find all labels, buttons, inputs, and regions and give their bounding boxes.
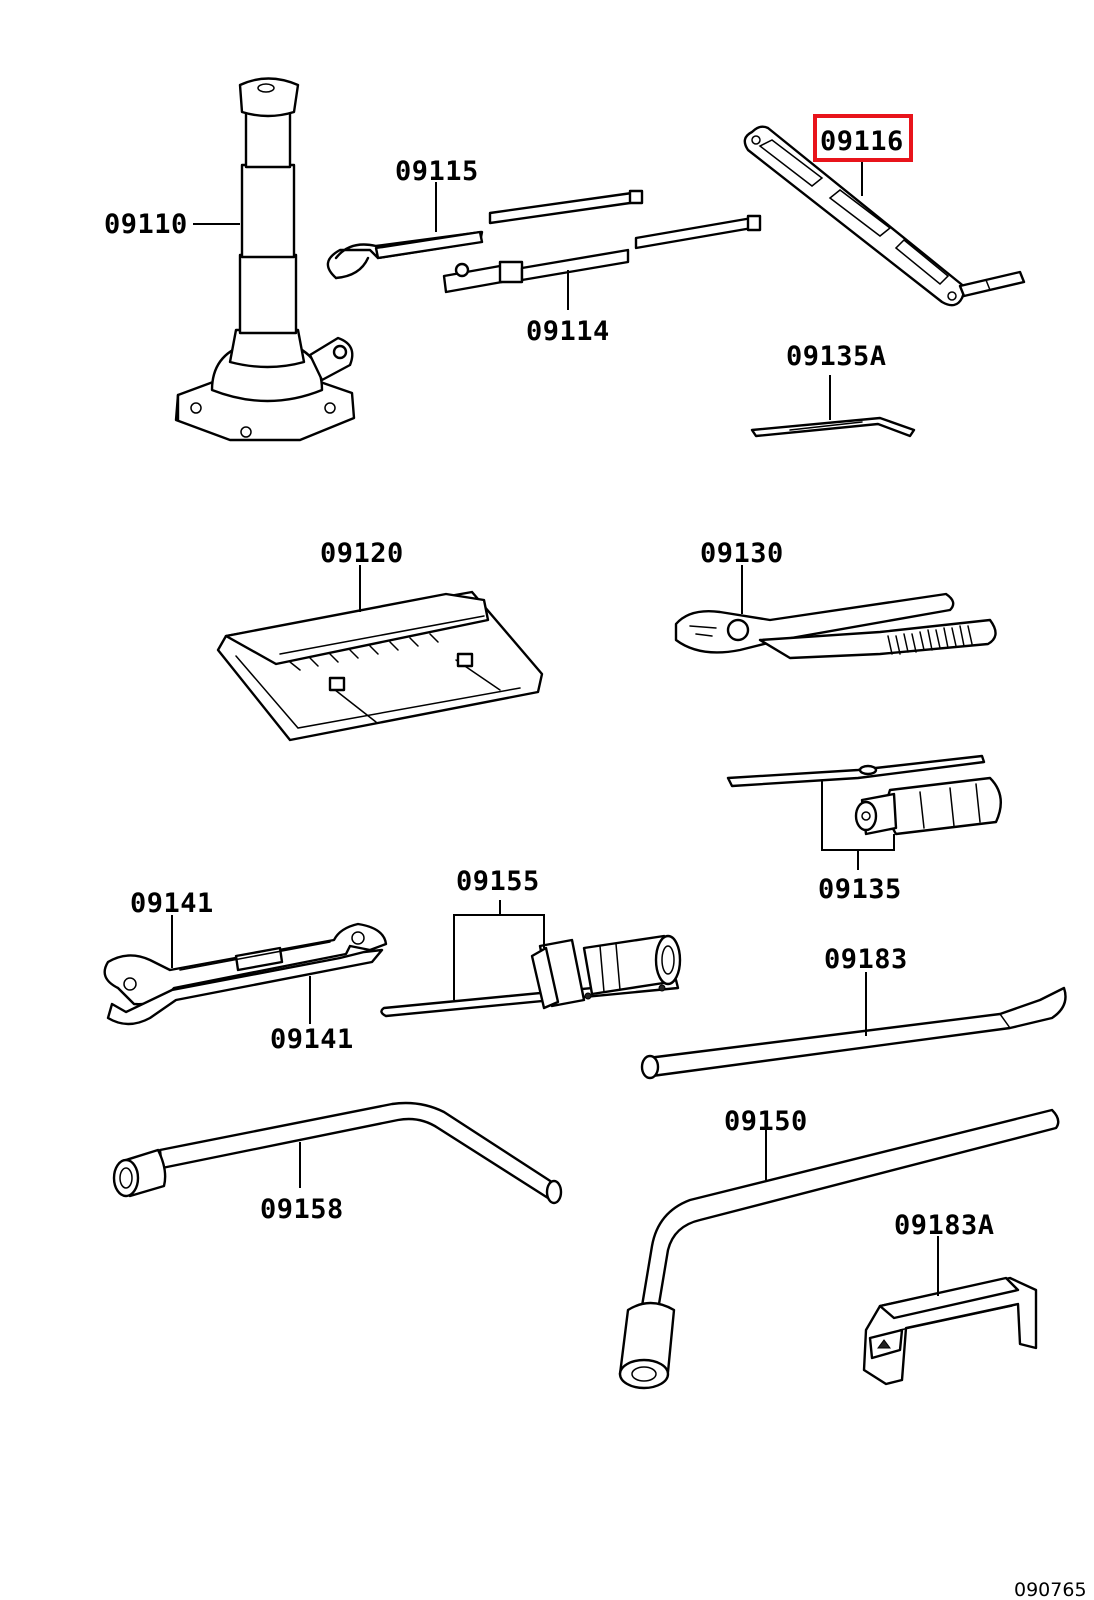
part-label-09116[interactable]: 09116	[820, 126, 904, 157]
l-bar-wrench-illustration[interactable]	[112, 1101, 563, 1205]
part-label-09135[interactable]: 09135	[818, 874, 902, 905]
part-label-09120[interactable]: 09120	[320, 538, 404, 569]
handle-adapter-illustration[interactable]	[862, 1276, 1038, 1386]
jack-handle-illustration[interactable]	[640, 986, 1067, 1080]
part-label-09110[interactable]: 09110	[104, 209, 188, 240]
part-label-09141-top[interactable]: 09141	[130, 888, 214, 919]
part-label-09114[interactable]: 09114	[526, 316, 610, 347]
plug-wrench-illustration[interactable]	[380, 934, 682, 1018]
highlight-box-09116	[813, 114, 913, 162]
part-label-09141-bottom[interactable]: 09141	[270, 1024, 354, 1055]
crank-handle-illustration[interactable]	[743, 125, 1026, 307]
tool-bag-illustration[interactable]	[216, 590, 544, 742]
screwdriver-set-illustration[interactable]	[726, 754, 1002, 836]
jack-illustration[interactable]	[174, 77, 356, 442]
wheel-nut-wrench-illustration[interactable]	[618, 1108, 1060, 1390]
part-label-09158[interactable]: 09158	[260, 1194, 344, 1225]
pliers-illustration[interactable]	[674, 592, 997, 660]
extension-bar-illustration[interactable]	[442, 214, 762, 294]
part-label-09115[interactable]: 09115	[395, 156, 479, 187]
screwdriver-blade-illustration[interactable]	[750, 416, 916, 438]
wrench-set-illustration[interactable]	[103, 922, 388, 1026]
part-label-09135A[interactable]: 09135A	[786, 341, 887, 372]
part-label-09150[interactable]: 09150	[724, 1106, 808, 1137]
diagram-reference-code: 090765	[1014, 1579, 1087, 1600]
part-label-09155[interactable]: 09155	[456, 866, 540, 897]
part-label-09183A[interactable]: 09183A	[894, 1210, 995, 1241]
part-label-09183[interactable]: 09183	[824, 944, 908, 975]
hook-handle-illustration[interactable]	[326, 189, 644, 280]
part-label-09130[interactable]: 09130	[700, 538, 784, 569]
